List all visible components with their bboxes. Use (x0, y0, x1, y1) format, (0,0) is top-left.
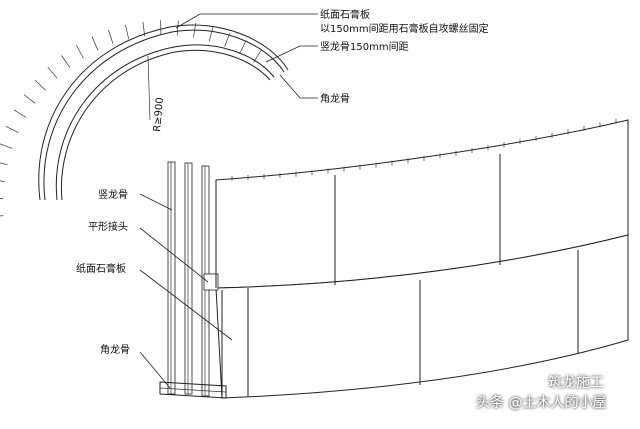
arc-stud-mark (35, 80, 45, 90)
arc-stud-mark (48, 67, 57, 78)
leader-top-corner (280, 75, 318, 98)
arc-stud-mark (0, 216, 3, 217)
arc-stud-mark (109, 30, 114, 44)
arc-stud-mark (0, 144, 12, 149)
watermark-logo-text: 筑龙施工 (548, 375, 604, 391)
left-board-label: 纸面石膏板 (76, 262, 126, 275)
left-joint-label: 平形接头 (88, 220, 128, 233)
arc-stud-mark (225, 33, 230, 47)
left-stud-label: 竖龙骨 (98, 188, 128, 201)
arc-stud-mark (0, 198, 3, 199)
curved-wall (216, 119, 628, 398)
stud-1 (168, 162, 175, 394)
top-board-label: 纸面石膏板 (320, 8, 370, 21)
exposed-framing (160, 162, 226, 398)
arc-stud-mark (254, 50, 262, 62)
arc-inner-board (61, 50, 270, 200)
leader-top-board (176, 14, 318, 28)
radius-label: R≥900 (152, 97, 166, 132)
stud-2 (185, 163, 192, 394)
arc-stud-mark (0, 161, 8, 165)
arc-stud-mark (209, 27, 213, 41)
arc-stud-mark (240, 41, 246, 54)
watermark-logo: 筑龙施工 (548, 372, 604, 392)
arc-stud-mark (76, 45, 83, 58)
top-corner-label: 角龙骨 (320, 92, 350, 105)
arc-stud-mark (6, 126, 19, 132)
arc-stud-mark (92, 37, 98, 50)
leader-left-corner (140, 352, 170, 388)
top-stud-label: 竖龙骨150mm间距 (320, 40, 409, 53)
leader-left-stud (140, 194, 172, 210)
arc-stud-mark (0, 180, 5, 182)
arc-stud-mark (177, 21, 178, 36)
arc-stud-mark (24, 95, 35, 104)
top-screw-note: 以150mm间距用石膏板自攻螺丝固定 (320, 22, 489, 35)
arc-stud-mark (14, 110, 26, 118)
arc-inner-board-outer-edge (56, 45, 274, 200)
watermark-credit: 头条 @土木人的小屋 (476, 392, 606, 412)
arc-stud-mark (62, 56, 70, 68)
arc-stud-mark (126, 25, 129, 39)
radius-line (148, 56, 150, 120)
left-corner-label: 角龙骨 (100, 343, 130, 356)
